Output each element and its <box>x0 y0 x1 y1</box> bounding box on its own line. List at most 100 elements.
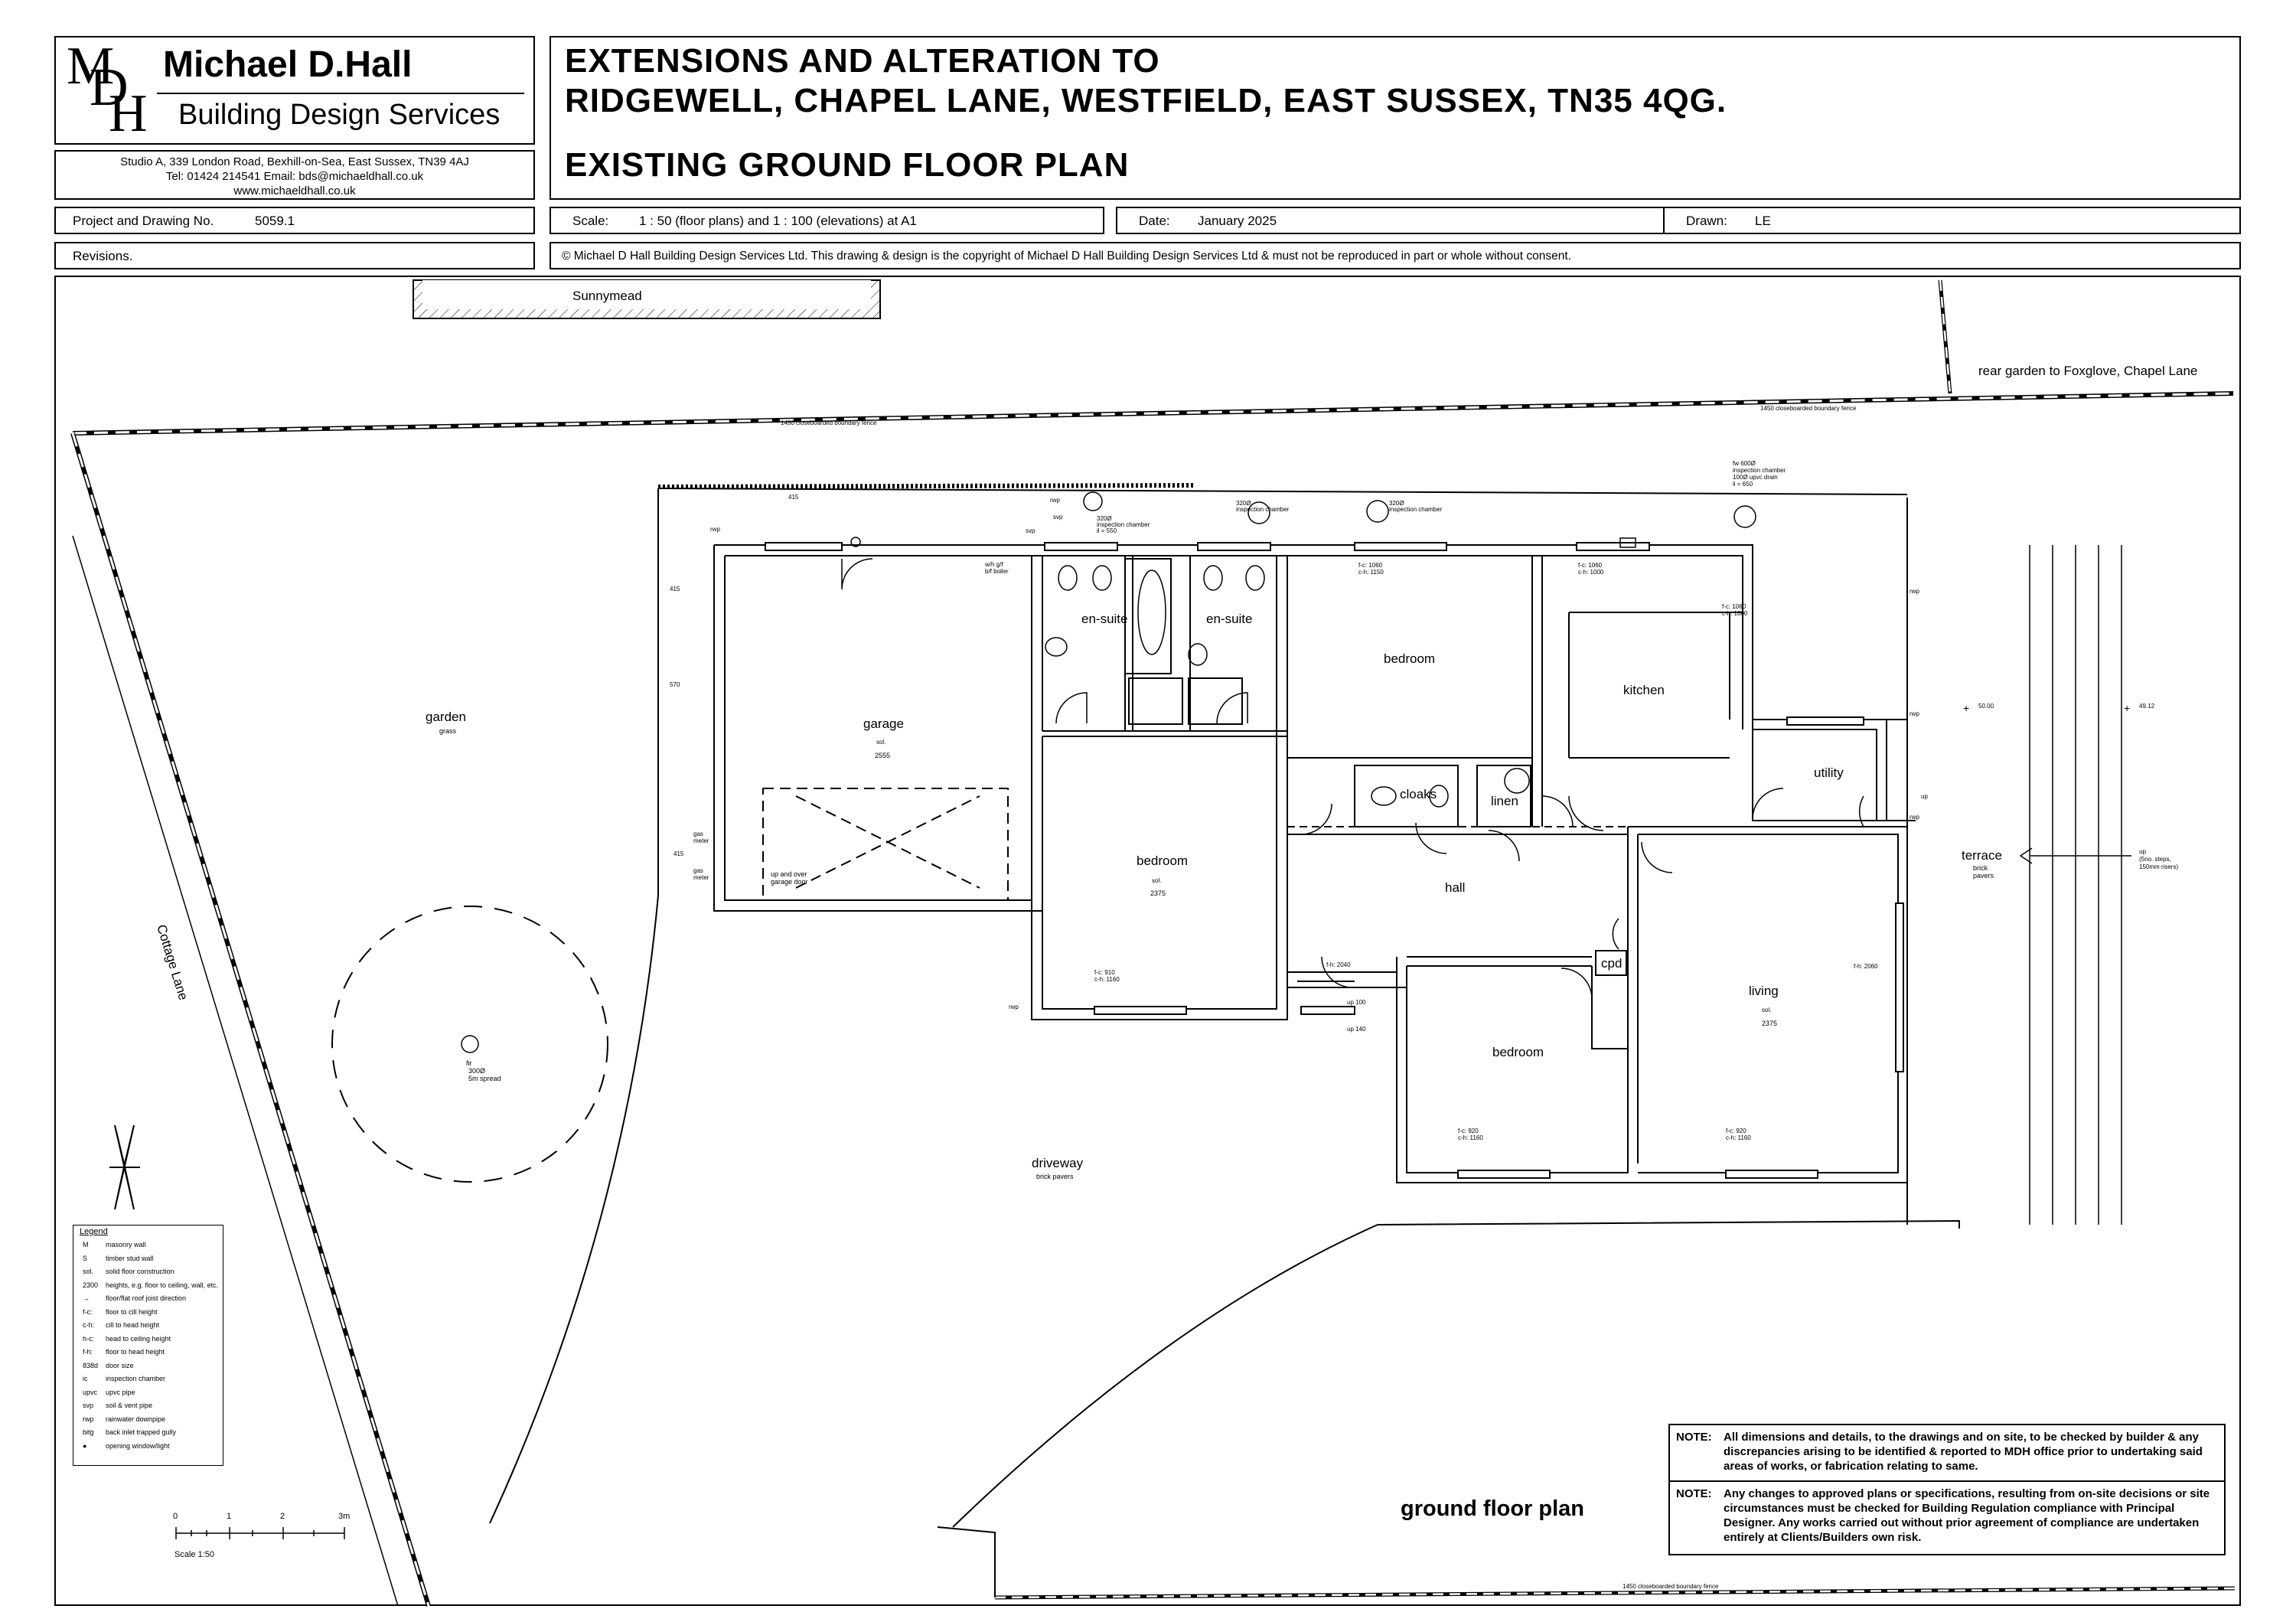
rwp-4: rwp <box>1910 814 1919 821</box>
address-line-2: Tel: 01424 214541 Email: bds@michaeldhal… <box>165 170 424 183</box>
tree-dia: 300Ø <box>468 1067 485 1075</box>
company-subtitle: Building Design Services <box>178 99 501 131</box>
legend-item: ic inspection chamber <box>83 1375 166 1382</box>
drawn-label: Drawn: <box>1686 214 1727 228</box>
date-box: Date: January 2025 <box>1116 207 1665 234</box>
legend-item: S timber stud wall <box>83 1254 154 1262</box>
fence-label-right: 1450 closeboarded boundary fence <box>1760 405 1857 412</box>
copyright-text: © Michael D Hall Building Design Service… <box>562 250 1571 263</box>
ch-bedroom-2: c-h: 1160 <box>1094 976 1120 983</box>
room-bedroom-1: bedroom <box>1384 651 1435 666</box>
company-name: Michael D.Hall <box>163 44 413 85</box>
up-utility: up <box>1921 793 1928 800</box>
title-line-3: EXISTING GROUND FLOOR PLAN <box>565 146 1130 184</box>
scale-bar <box>175 1527 345 1539</box>
garage-sol: sol. <box>876 739 885 746</box>
neighbour-sunnymead: Sunnymead <box>413 279 881 319</box>
title-line-1: EXTENSIONS AND ALTERATION TO <box>565 42 1160 80</box>
drawing-frame <box>54 276 2241 1606</box>
terrace-label: terrace <box>1962 848 2002 863</box>
ic1-il: il = 550 <box>1097 527 1117 534</box>
ic4-a: fw 600Ø <box>1733 460 1756 467</box>
rwp-2: rwp <box>1050 497 1060 504</box>
legend-item: c-h: cill to head height <box>83 1321 160 1329</box>
room-bedroom-3: bedroom <box>1492 1045 1544 1059</box>
fc-bedroom-2: f-c: 910 <box>1094 969 1115 976</box>
svp-1: svp <box>1026 527 1035 534</box>
fir-tree: fir 300Ø 5m spread <box>331 906 608 1183</box>
address-line-1: Studio A, 339 London Road, Bexhill-on-Se… <box>120 155 469 168</box>
legend-item: → floor/flat roof joist direction <box>83 1294 187 1302</box>
legend-item: rwp rainwater downpipe <box>83 1415 166 1423</box>
room-ensuite-2: en-suite <box>1206 612 1252 626</box>
svp-2: svp <box>1053 514 1063 521</box>
note-1-text: All dimensions and details, to the drawi… <box>1724 1431 2203 1473</box>
ic4-c: 100Ø upvc drain <box>1733 474 1778 481</box>
ic3-dia: 320Ø <box>1389 500 1404 507</box>
legend-item: sol. solid floor construction <box>83 1268 174 1275</box>
room-linen: linen <box>1491 794 1518 808</box>
room-cpd: cpd <box>1601 956 1622 971</box>
scale-box: Scale: 1 : 50 (floor plans) and 1 : 100 … <box>550 207 1104 234</box>
project-number-box: Project and Drawing No. 5059.1 <box>54 207 535 234</box>
terrace-up3: 150mm risers) <box>2139 863 2178 870</box>
driveway-label: driveway <box>1032 1156 1084 1170</box>
terrace-sub2: pavers <box>1973 872 1994 880</box>
fc-bedroom-3: f-c: 920 <box>1458 1128 1479 1134</box>
ic4-d: il = 650 <box>1733 481 1753 488</box>
date-label: Date: <box>1139 214 1170 228</box>
cottage-lane-label: Cottage Lane <box>154 923 191 1002</box>
notes-divider <box>1670 1480 2224 1482</box>
ch-bedroom-1: c-h: 1150 <box>1358 569 1384 576</box>
plan-annotations: 320Ø inspection chamber il = 550 320Ø in… <box>670 460 1928 1141</box>
scale-label: Scale: <box>572 214 609 228</box>
level-4912: 49.12 <box>2139 703 2155 710</box>
date-value: January 2025 <box>1198 214 1277 228</box>
doors <box>841 558 1864 1000</box>
scale-tick-3: 3m <box>338 1512 350 1521</box>
level-marker-2: + <box>2124 702 2130 714</box>
fence-label-top: 1450 closeboarded boundary fence <box>781 419 877 426</box>
legend-item: M masonry wall <box>83 1241 146 1248</box>
fc-kitchen-side: f-c: 1060 <box>1722 603 1746 610</box>
dim-415-b: 415 <box>670 586 680 592</box>
sunnymead-label: Sunnymead <box>572 289 642 303</box>
dim-415-c: 415 <box>673 850 684 857</box>
garden-label: garden <box>426 710 466 724</box>
ic2-dia: 320Ø <box>1236 500 1251 507</box>
project-value: 5059.1 <box>255 214 295 228</box>
revisions-label: Revisions. <box>73 249 133 263</box>
ch-living: c-h: 1160 <box>1726 1134 1751 1141</box>
ic1-sub: inspection chamber <box>1097 521 1150 528</box>
terrace-up: up <box>2139 848 2146 855</box>
mdh-monogram: M D H <box>67 37 148 143</box>
terrace-up2: (5no. steps, <box>2139 856 2171 863</box>
tree-label: fir <box>466 1059 472 1067</box>
fh-living: f-h: 2060 <box>1854 963 1878 970</box>
living-sol: sol. <box>1762 1007 1771 1013</box>
room-garage: garage <box>863 716 904 731</box>
ic3-sub: inspection chamber <box>1389 506 1443 513</box>
gas-1: gas <box>693 831 703 837</box>
legend-item: upvc upvc pipe <box>83 1388 135 1396</box>
garden-sub: grass <box>439 727 457 735</box>
legend-item: f-c: floor to cill height <box>83 1307 158 1316</box>
garage-door-1: up and over <box>771 870 807 878</box>
legend-item: 2300 heights, e.g. floor to ceiling, wal… <box>83 1281 219 1289</box>
boiler-1: w/h g/f <box>984 561 1003 568</box>
room-utility: utility <box>1814 765 1844 780</box>
legend-item: bitg back inlet trapped gully <box>83 1428 177 1436</box>
logo-divider <box>157 93 524 94</box>
scale-value: 1 : 50 (floor plans) and 1 : 100 (elevat… <box>639 214 917 228</box>
fence-label-bottom: 1450 closeboarded boundary fence <box>1623 1583 1719 1590</box>
project-label: Project and Drawing No. <box>73 214 214 228</box>
drawn-value: LE <box>1755 214 1771 228</box>
bedroom-2-height: 2375 <box>1150 889 1166 897</box>
bedroom-2-sol: sol. <box>1152 877 1161 884</box>
note-1-label: NOTE: <box>1676 1431 1712 1444</box>
garage-height: 2555 <box>875 752 890 759</box>
ic4-b: inspection chamber <box>1733 467 1786 474</box>
scale-tick-2: 2 <box>280 1512 285 1521</box>
up-100: up 100 <box>1347 999 1366 1006</box>
fc-kitchen: f-c: 1060 <box>1578 562 1603 569</box>
